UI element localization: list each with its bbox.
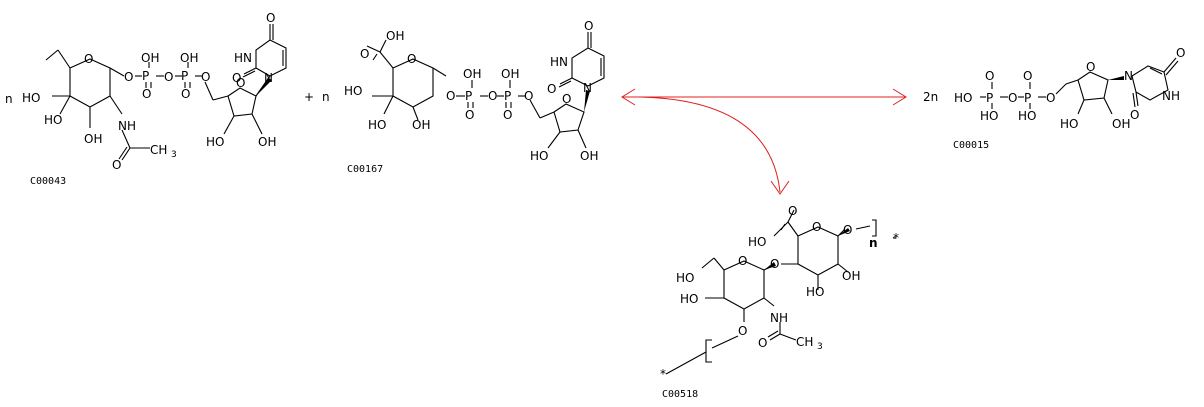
atom-label: HN [234,51,252,65]
coefficient-udp-glcua: n [322,90,330,104]
atom-label: P [142,69,149,83]
atom-label: HO [954,91,972,105]
atom-label: O [503,108,512,122]
coefficient-udp: 2n [923,90,938,104]
atom-label: NH [1162,89,1180,103]
structure-hyaluronan: O HO O O O OH HO n * O HO HO O NH O CH 3… [660,204,899,381]
atom-label: O [446,89,455,103]
atom-label: HO [344,84,362,98]
atom-label: HO [368,118,386,132]
atom-label: OH [463,67,481,81]
atom-label: O [738,324,747,338]
atom-label: OH [84,132,102,146]
atom-label: P [181,69,188,83]
atom-label: n [869,236,878,250]
atom-label: O [488,89,497,103]
atom-label: O [360,47,369,61]
atom-label: O [1086,60,1095,74]
atom-label: O [124,70,133,84]
curved-arrow-to-product [639,96,781,193]
atom-label: OH [141,51,159,65]
plus-sign: + [304,90,314,104]
structure-udp-glcua: O OH O HO HO OH O P OH O O P OH O O O HO… [344,19,605,163]
reaction-arrows [621,88,907,195]
atom-label: * [660,367,666,381]
atom-label: O [266,11,275,25]
compound-id-udp-glcua: C00167 [347,164,383,175]
atom-label: 3 [817,342,823,352]
atom-label: OH [412,118,430,132]
compound-id-udp: C00015 [953,140,989,151]
arrowhead-down [770,180,790,195]
atom-label: HO [22,91,40,105]
atom-label: O [584,19,593,33]
atom-label: O [738,254,747,268]
atom-label: OH [501,67,519,81]
atom-label: O [1008,91,1017,105]
atom-label: O [142,87,151,101]
atom-label: OH [258,135,276,149]
compound-id-hyaluronan: C00518 [662,389,698,400]
atom-label: N [1124,69,1133,83]
atom-label: CH [796,335,813,349]
atom-label: O [812,220,821,234]
atom-label: O [1130,108,1139,122]
compound-id-udp-glcnac: C00043 [30,176,66,187]
atom-label: * [893,231,899,245]
atom-label: O [232,71,241,85]
atom-label: HO [676,271,694,285]
arrowhead-right [892,88,907,106]
atom-label: HO [1060,117,1078,131]
atom-label: P [504,89,511,103]
atom-label: HO [44,113,62,127]
atom-label: HN [550,55,568,69]
atom-label: OH [180,51,198,65]
atom-label: O [788,204,797,218]
atom-label: O [181,87,190,101]
atom-label: O [236,76,245,90]
atom-label: P [1024,91,1031,105]
atom-label: CH [150,143,167,157]
atom-label: N [583,81,592,95]
coefficient-udp-glcnac: n [5,92,13,106]
atom-label: NH [770,311,788,325]
atom-label: HO [980,109,998,123]
atom-label: OH [580,149,598,163]
atom-label: N [264,71,273,85]
atom-label: OH [842,269,860,283]
atom-label: O [1176,46,1185,60]
atom-label: O [84,52,93,66]
structure-udp: HO P O HO O P O HO O O HO OH N O NH O [954,46,1185,131]
atom-label: O [562,92,571,106]
atom-label: OH [386,29,404,43]
atom-label: O [201,70,210,84]
atom-label: 3 [171,150,177,160]
atom-label: O [758,336,767,350]
atom-label: HO [1018,109,1036,123]
atom-label: NH [118,119,136,133]
atom-label: O [770,257,779,271]
atom-label: P [986,91,993,105]
atom-label: O [843,223,852,237]
atom-label: O [164,70,173,84]
atom-label: O [112,158,121,172]
structure-udp-glcnac: O HO HO OH NH O CH 3 O P OH O O P OH O O… [22,11,287,172]
atom-label: O [465,108,474,122]
arrowhead-left [621,88,636,106]
atom-label: O [524,89,533,103]
atom-label: O [407,52,416,66]
atom-label: O [985,69,994,83]
atom-label: HO [680,292,698,306]
atom-label: HO [748,235,766,249]
atom-label: P [465,89,472,103]
atom-label: OH [1112,117,1130,131]
atom-label: O [1023,69,1032,83]
atom-label: HO [806,285,824,299]
atom-label: HO [530,149,548,163]
atom-label: O [1046,91,1055,105]
atom-label: O [547,82,556,96]
atom-label: HO [206,135,224,149]
